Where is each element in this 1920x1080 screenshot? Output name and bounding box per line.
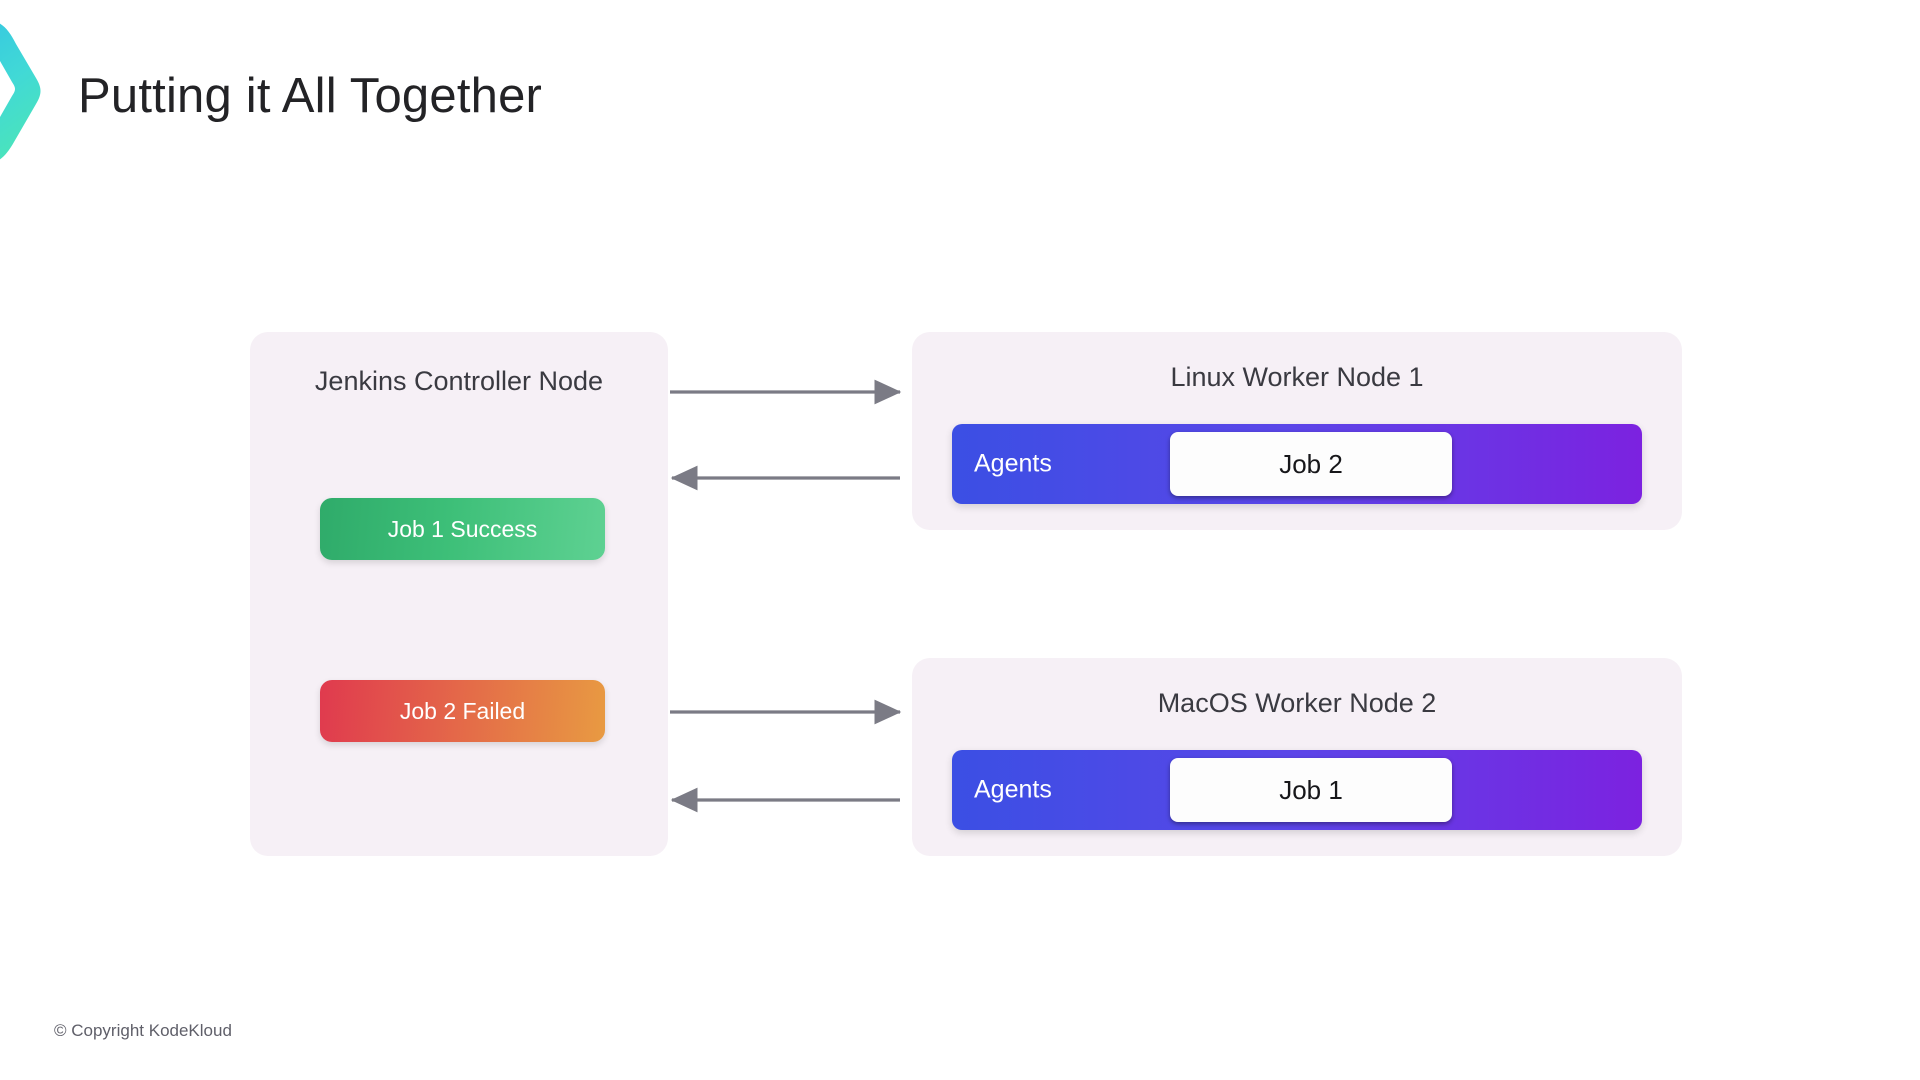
worker-2-panel-title: MacOS Worker Node 2 xyxy=(1157,688,1437,718)
worker-1-running-job-card[interactable]: Job 2 xyxy=(1170,432,1452,496)
jenkins-controller-node-panel: Jenkins Controller Node Job 1 Success Jo… xyxy=(250,332,668,856)
worker-2-agents-label: Agents xyxy=(974,775,1052,804)
kodekloud-logo xyxy=(0,4,64,174)
job-status-failed[interactable]: Job 2 Failed xyxy=(320,680,605,742)
page-title: Putting it All Together xyxy=(78,69,543,123)
worker-1-panel-title: Linux Worker Node 1 xyxy=(1170,362,1424,392)
job-status-success[interactable]: Job 1 Success xyxy=(320,498,605,560)
macos-worker-node-panel: MacOS Worker Node 2 Agents Job 1 xyxy=(912,658,1682,856)
worker-2-agents-bar[interactable]: Agents Job 1 xyxy=(952,750,1642,830)
worker-1-agents-bar[interactable]: Agents Job 2 xyxy=(952,424,1642,504)
worker-1-agents-label: Agents xyxy=(974,449,1052,478)
controller-panel-title: Jenkins Controller Node xyxy=(314,366,604,396)
worker-2-running-job-card[interactable]: Job 1 xyxy=(1170,758,1452,822)
copyright-notice: © Copyright KodeKloud xyxy=(54,1021,232,1040)
linux-worker-node-panel: Linux Worker Node 1 Agents Job 2 xyxy=(912,332,1682,530)
